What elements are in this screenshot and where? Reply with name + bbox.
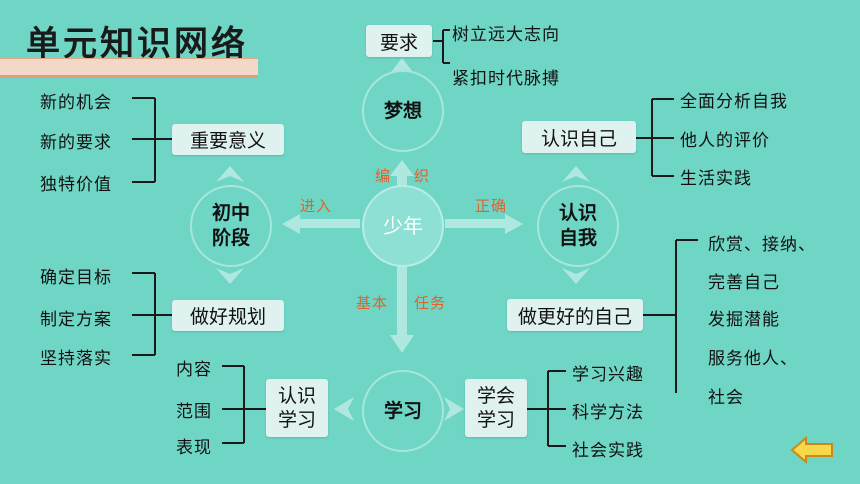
chevron-self-up [562, 166, 590, 182]
title-underline [0, 58, 258, 75]
back-arrow-icon [790, 436, 833, 464]
self-better-item-5: 社会 [708, 388, 744, 408]
connector-label-weave-1: 编 [375, 167, 392, 185]
chevron-junior-down [216, 268, 244, 284]
junior-meaning-item-2: 新的要求 [40, 133, 112, 153]
connector-label-correct: 正确 [475, 197, 508, 215]
self-know-item-2: 他人的评价 [680, 131, 770, 151]
self-better-box: 做更好的自己 [507, 299, 643, 331]
arrow-up-to-dream [390, 160, 414, 196]
dream-item-1: 树立远大志向 [452, 25, 560, 45]
junior-plan-item-1: 确定目标 [40, 268, 112, 288]
junior-plan-item-2: 制定方案 [40, 310, 112, 330]
junior-plan-item-3: 坚持落实 [40, 349, 112, 369]
chevron-self-down [562, 268, 590, 284]
dream-item-2: 紧扣时代脉搏 [452, 69, 560, 89]
study-node: 学习 [362, 370, 444, 452]
junior-meaning-item-1: 新的机会 [40, 93, 112, 113]
junior-node: 初中 阶段 [190, 185, 272, 267]
study-know-box: 认识 学习 [266, 379, 328, 437]
self-better-item-4: 服务他人、 [708, 349, 798, 369]
arrow-left-to-junior [282, 214, 360, 234]
dream-requirement-box: 要求 [366, 25, 432, 57]
study-learn-box: 学会 学习 [465, 379, 527, 437]
self-better-item-2: 完善自己 [708, 273, 780, 293]
connector-label-enter: 进入 [300, 197, 333, 215]
junior-meaning-item-3: 独特价值 [40, 175, 112, 195]
chevron-study-left [334, 397, 354, 421]
arrow-down-to-study [390, 265, 414, 353]
connector-label-task: 任务 [414, 294, 447, 312]
connector-label-weave-2: 织 [414, 167, 431, 185]
title-underline-accent [0, 75, 258, 78]
self-better-item-3: 发掘潜能 [708, 310, 780, 330]
arrow-right-to-self [445, 214, 523, 234]
self-node: 认识 自我 [537, 185, 619, 267]
study-know-item-3: 表现 [176, 438, 212, 458]
self-know-item-1: 全面分析自我 [680, 92, 788, 112]
page-title: 单元知识网络 [26, 24, 248, 64]
study-know-item-2: 范围 [176, 402, 212, 422]
study-learn-item-3: 社会实践 [572, 441, 644, 461]
dream-node: 梦想 [362, 70, 444, 152]
self-know-item-3: 生活实践 [680, 169, 752, 189]
back-button[interactable] [790, 436, 834, 464]
chevron-junior-up [216, 166, 244, 182]
center-node: 少年 [362, 185, 444, 267]
connector-label-basic: 基本 [356, 294, 389, 312]
study-learn-item-1: 学习兴趣 [572, 365, 644, 385]
junior-plan-box: 做好规划 [172, 300, 284, 331]
self-know-box: 认识自己 [522, 121, 636, 153]
study-learn-item-2: 科学方法 [572, 403, 644, 423]
self-better-item-1: 欣赏、接纳、 [708, 235, 816, 255]
chevron-study-right [444, 397, 464, 421]
study-know-item-1: 内容 [176, 360, 212, 380]
junior-meaning-box: 重要意义 [172, 124, 284, 155]
